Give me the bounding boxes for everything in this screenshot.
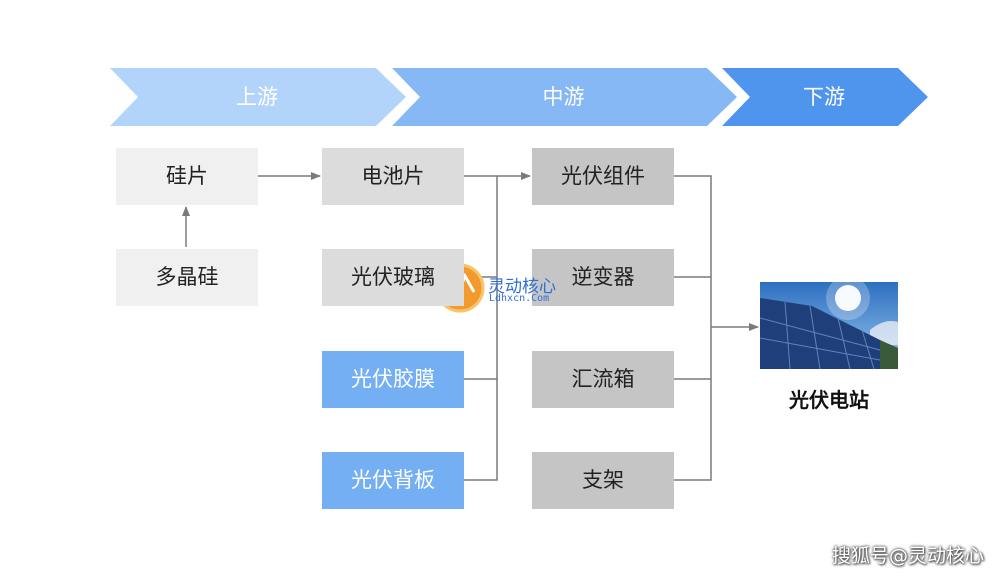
node-wafer: 硅片	[116, 148, 258, 205]
node-station-label: 光伏电站	[789, 388, 869, 412]
line-components-bus	[674, 175, 712, 481]
stage-chevron-downstream	[722, 68, 928, 126]
stage-label-upstream: 上游	[236, 85, 278, 109]
stage-label-downstream: 下游	[803, 85, 845, 109]
watermark-url: Ldhxcn.Com	[489, 293, 550, 304]
node-bracket: 支架	[532, 452, 674, 509]
node-combiner: 汇流箱	[532, 351, 674, 408]
node-polysilicon: 多晶硅	[116, 249, 258, 306]
node-glass: 光伏玻璃	[322, 249, 464, 306]
stage-chevron-upstream	[110, 68, 406, 126]
source-credit: 搜狐号@灵动核心	[831, 545, 984, 567]
line-backsheet-join	[464, 379, 498, 481]
node-film: 光伏胶膜	[322, 351, 464, 408]
node-inverter: 逆变器	[532, 249, 674, 306]
stage-label-midstream: 中游	[542, 85, 585, 109]
stage-chevron-midstream	[392, 68, 737, 126]
node-backsheet: 光伏背板	[322, 452, 464, 509]
solar-panel-image	[759, 276, 898, 370]
node-cell: 电池片	[322, 148, 464, 205]
node-module: 光伏组件	[532, 148, 674, 205]
connector-lines	[182, 172, 759, 481]
watermark-name: 灵动核心	[488, 277, 556, 297]
